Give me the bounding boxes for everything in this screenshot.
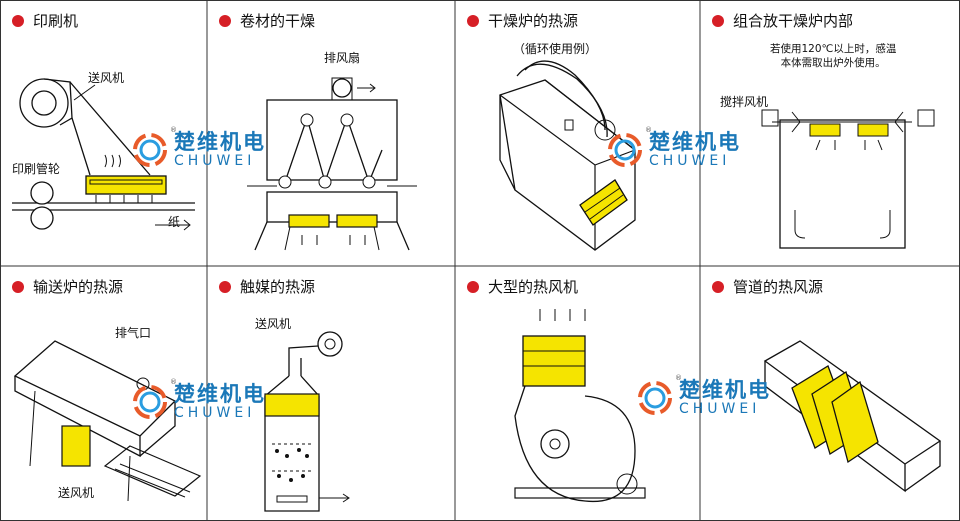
bullet-icon — [12, 14, 24, 27]
note-line: 若使用120℃以上时，感温 — [770, 43, 897, 55]
subtitle-text: （循环使用例） — [513, 42, 598, 56]
logo-cn: 楚维机电 — [174, 130, 266, 154]
panel-conveyor-oven: 输送炉的热源 排气口 送风机 — [0, 266, 207, 521]
panel-title: 干燥炉的热源 — [467, 10, 578, 31]
title-text: 组合放干燥炉内部 — [733, 12, 854, 30]
label-blower: 送风机 — [88, 71, 125, 85]
title-text: 大型的热风机 — [488, 278, 579, 296]
bullet-icon — [467, 280, 479, 293]
duct-heater-drawing — [763, 340, 942, 493]
logo-reg: ® — [675, 374, 682, 382]
panel-printing-machine: 印刷机 送风机 印刷管轮 纸 — [0, 0, 207, 266]
title-text: 干燥炉的热源 — [488, 12, 579, 30]
logo-cn: 楚维机电 — [679, 378, 771, 402]
label-print-roller: 印刷管轮 — [12, 162, 61, 176]
bullet-icon — [467, 14, 479, 27]
logo-reg: ® — [645, 126, 652, 134]
title-text: 管道的热风源 — [733, 278, 824, 296]
bullet-icon — [712, 14, 724, 27]
bullet-icon — [712, 280, 724, 293]
logo-en: CHUWEI — [174, 405, 256, 421]
title-text: 印刷机 — [33, 12, 79, 30]
logo-cn: 楚维机电 — [174, 382, 266, 406]
panel-combined-oven: 组合放干燥炉内部 若使用120℃以上时，感温本体需取出炉外使用。 搅拌风机 — [700, 0, 960, 266]
logo-en: CHUWEI — [174, 153, 256, 169]
panel-duct-heater: 管道的热风源 — [700, 266, 960, 521]
title-text: 卷材的干燥 — [240, 12, 316, 30]
label-blower: 送风机 — [58, 486, 95, 500]
panel-title: 输送炉的热源 — [12, 276, 123, 297]
logo-mark-icon — [133, 133, 167, 167]
label-stirring-fan: 搅拌风机 — [720, 95, 769, 109]
roll-drying-drawing — [247, 77, 417, 251]
label-blower: 送风机 — [255, 317, 292, 331]
panel-oven-heat-source: 干燥炉的热源 （循环使用例） — [455, 0, 700, 266]
label-exhaust-fan: 排风扇 — [324, 51, 361, 65]
combined-oven-drawing — [761, 109, 935, 249]
bullet-icon — [219, 280, 231, 293]
bullet-icon — [219, 14, 231, 27]
panel-title: 印刷机 — [12, 10, 78, 31]
logo-reg: ® — [170, 126, 177, 134]
panel-title: 大型的热风机 — [467, 276, 578, 297]
catalyst-drawing — [264, 331, 350, 512]
logo-mark-icon — [638, 381, 672, 415]
printing-machine-drawing — [12, 78, 195, 231]
label-paper: 纸 — [168, 215, 181, 229]
logo-en: CHUWEI — [679, 401, 761, 417]
label-exhaust-port: 排气口 — [115, 326, 152, 340]
panel-roll-drying: 卷材的干燥 排风扇 — [207, 0, 455, 266]
title-text: 输送炉的热源 — [33, 278, 124, 296]
logo-cn: 楚维机电 — [649, 130, 741, 154]
panel-large-heater: 大型的热风机 — [455, 266, 700, 521]
logo-mark-icon — [608, 133, 642, 167]
panel-title: 组合放干燥炉内部 — [712, 10, 853, 31]
panel-catalyst-heat-source: 触媒的热源 送风机 — [207, 266, 455, 521]
title-text: 触媒的热源 — [240, 278, 316, 296]
note-text: 若使用120℃以上时，感温本体需取出炉外使用。 — [770, 42, 896, 70]
large-heater-drawing — [514, 309, 646, 503]
logo-en: CHUWEI — [649, 153, 731, 169]
logo-reg: ® — [170, 378, 177, 386]
panel-title: 触媒的热源 — [219, 276, 315, 297]
note-line: 本体需取出炉外使用。 — [780, 57, 886, 69]
panel-title: 管道的热风源 — [712, 276, 823, 297]
panel-title: 卷材的干燥 — [219, 10, 315, 31]
logo-mark-icon — [133, 385, 167, 419]
oven-drawing — [499, 60, 636, 251]
bullet-icon — [12, 280, 24, 293]
conveyor-oven-drawing — [13, 340, 202, 502]
